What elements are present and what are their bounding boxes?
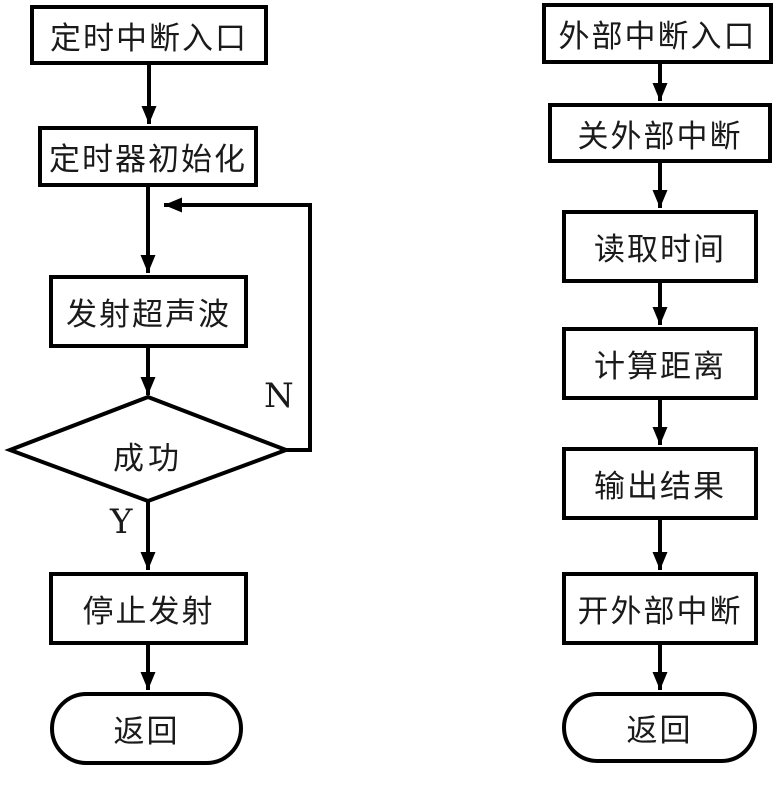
node-disable-external-interrupt: 关外部中断 xyxy=(548,103,772,163)
node-label: 关外部中断 xyxy=(577,118,743,155)
node-stop-emitting: 停止发射 xyxy=(49,572,248,645)
branch-label-no: N xyxy=(264,376,294,416)
node-calc-distance: 计算距离 xyxy=(562,327,758,400)
node-label: 停止发射 xyxy=(82,594,215,630)
node-label: 输出结果 xyxy=(594,469,726,505)
node-output-result: 输出结果 xyxy=(562,447,758,520)
node-label: 计算距离 xyxy=(594,349,726,385)
node-enable-external-interrupt: 开外部中断 xyxy=(562,572,758,645)
node-emit-ultrasonic: 发射超声波 xyxy=(49,275,248,348)
decision-diamond-shape xyxy=(4,394,292,504)
node-label: 外部中断入口 xyxy=(558,19,757,55)
node-right-return: 返回 xyxy=(562,692,757,763)
node-label: 成功 xyxy=(113,441,183,477)
node-label: 开外部中断 xyxy=(577,594,743,630)
node-timer-init: 定时器初始化 xyxy=(38,126,258,187)
branch-label-yes: Y xyxy=(110,502,133,542)
node-left-return: 返回 xyxy=(50,692,243,765)
node-label: 读取时间 xyxy=(594,232,726,268)
node-label: 定时器初始化 xyxy=(49,142,247,178)
node-timer-interrupt-entry: 定时中断入口 xyxy=(30,5,268,65)
node-decision-success: 成功 xyxy=(78,433,218,478)
node-label: 返回 xyxy=(626,713,693,749)
arrow-left-decision-no-loop xyxy=(164,197,312,452)
node-label: 返回 xyxy=(113,714,180,750)
node-label: 定时中断入口 xyxy=(50,20,248,57)
node-read-time: 读取时间 xyxy=(562,210,758,283)
node-external-interrupt-entry: 外部中断入口 xyxy=(542,3,773,64)
node-label: 发射超声波 xyxy=(66,297,231,333)
